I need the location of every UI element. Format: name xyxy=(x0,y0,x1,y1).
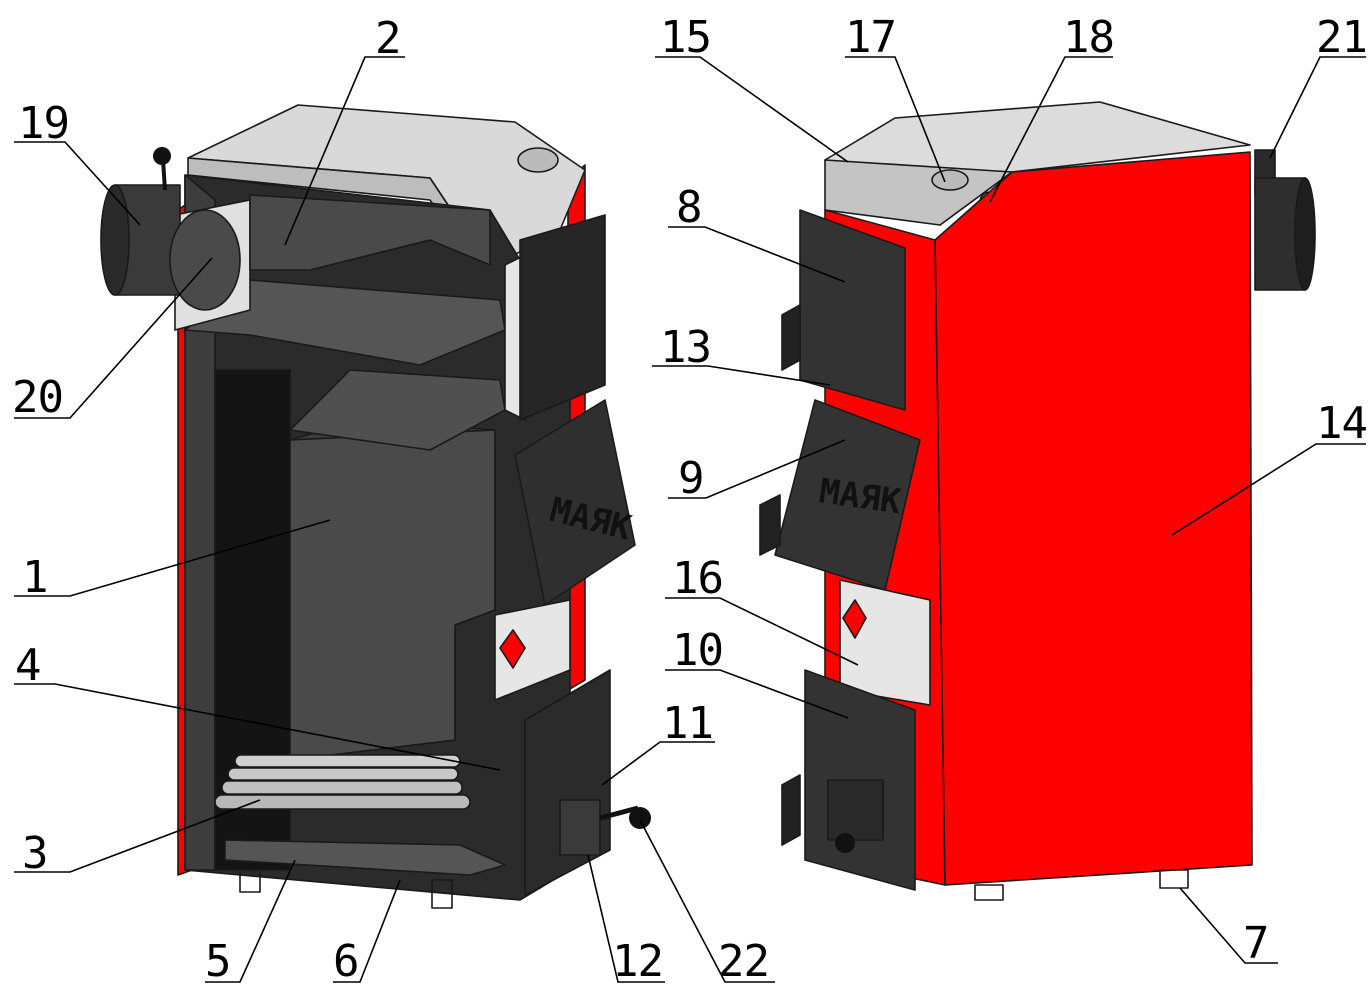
callout-15-label: 15 xyxy=(660,12,711,63)
exterior-warning-sticker xyxy=(842,599,867,639)
callout-9-label: 9 xyxy=(678,453,704,504)
callout-1-label: 1 xyxy=(22,552,48,603)
callout-7-leader xyxy=(1179,887,1278,964)
upper-door-open xyxy=(519,214,606,421)
callout-2-label: 2 xyxy=(375,13,401,64)
boiler-exterior-view: МАЯК xyxy=(759,101,1316,901)
callout-6-label: 6 xyxy=(333,936,359,987)
callout-22-leader xyxy=(639,819,775,983)
callout-19-leader xyxy=(14,141,141,226)
callout-1-leader xyxy=(14,519,331,597)
grate-bars xyxy=(214,754,471,810)
upper-door-handle xyxy=(781,304,801,371)
exterior-thermometer xyxy=(931,169,969,191)
callout-10-label: 10 xyxy=(672,625,723,676)
flue-pipe xyxy=(100,184,241,311)
callout-16-leader xyxy=(665,597,859,666)
callout-11-leader xyxy=(601,741,715,786)
callouts: 1 2 3 4 5 6 7 8 9 10 11 12 13 xyxy=(12,12,1368,987)
callout-18-label: 18 xyxy=(1063,12,1114,63)
callout-5-label: 5 xyxy=(205,936,231,987)
callout-18-leader xyxy=(989,56,1113,203)
foot-left-1 xyxy=(239,869,261,893)
foot-left-2 xyxy=(431,879,453,909)
draft-lever xyxy=(161,159,167,191)
callout-14-leader xyxy=(1171,443,1366,536)
exterior-foot-1 xyxy=(974,884,1004,901)
callout-20-label: 20 xyxy=(12,372,63,423)
callout-14-label: 14 xyxy=(1316,398,1367,449)
callout-17-leader xyxy=(845,56,946,183)
regulator-handle-rod xyxy=(599,805,639,821)
callout-21-label: 21 xyxy=(1316,12,1367,63)
callout-16-label: 16 xyxy=(672,553,723,604)
callout-6-leader xyxy=(333,879,401,983)
callout-3-label: 3 xyxy=(22,828,48,879)
boiler-cutaway-view: МАЯК xyxy=(100,104,651,909)
callout-19-label: 19 xyxy=(18,98,69,149)
exterior-red-side xyxy=(934,151,1253,886)
callout-13-label: 13 xyxy=(660,322,711,373)
callout-11-label: 11 xyxy=(662,698,713,749)
callout-17-label: 17 xyxy=(845,12,896,63)
exterior-air-regulator xyxy=(827,779,884,841)
callout-2-leader xyxy=(284,56,405,246)
callout-4-label: 4 xyxy=(15,640,41,691)
warning-sticker xyxy=(499,629,526,669)
callout-7-label: 7 xyxy=(1243,918,1269,969)
flue-upper-chamber xyxy=(249,194,491,271)
callout-12-leader xyxy=(587,854,665,983)
thermometer-gauge xyxy=(517,147,559,173)
exterior-side-panel xyxy=(839,579,931,706)
callout-9-leader xyxy=(668,439,846,499)
loading-door-open xyxy=(514,399,636,606)
regulator-handle-knob xyxy=(629,807,651,829)
upper-baffle-2 xyxy=(289,369,506,451)
callout-12-label: 12 xyxy=(612,936,663,987)
callout-8-label: 8 xyxy=(676,182,702,233)
air-regulator-plate xyxy=(559,799,601,856)
callout-5-leader xyxy=(205,859,296,983)
callout-13-leader xyxy=(652,365,831,386)
loading-door-handle xyxy=(759,494,781,556)
exterior-foot-2 xyxy=(1159,869,1189,889)
callout-8-leader xyxy=(668,226,846,283)
callout-10-leader xyxy=(665,669,849,719)
callout-20-leader xyxy=(14,257,213,419)
draft-lever-knob xyxy=(153,147,171,165)
ash-door-handle xyxy=(781,774,801,846)
exterior-regulator-knob xyxy=(835,833,855,853)
exterior-flue-outlet xyxy=(1254,149,1316,291)
callout-4-leader xyxy=(14,683,501,771)
callout-22-label: 22 xyxy=(718,936,769,987)
callout-3-leader xyxy=(14,799,261,873)
callout-15-leader xyxy=(655,56,849,163)
callout-21-leader xyxy=(1269,56,1366,159)
ash-pan xyxy=(224,839,506,876)
